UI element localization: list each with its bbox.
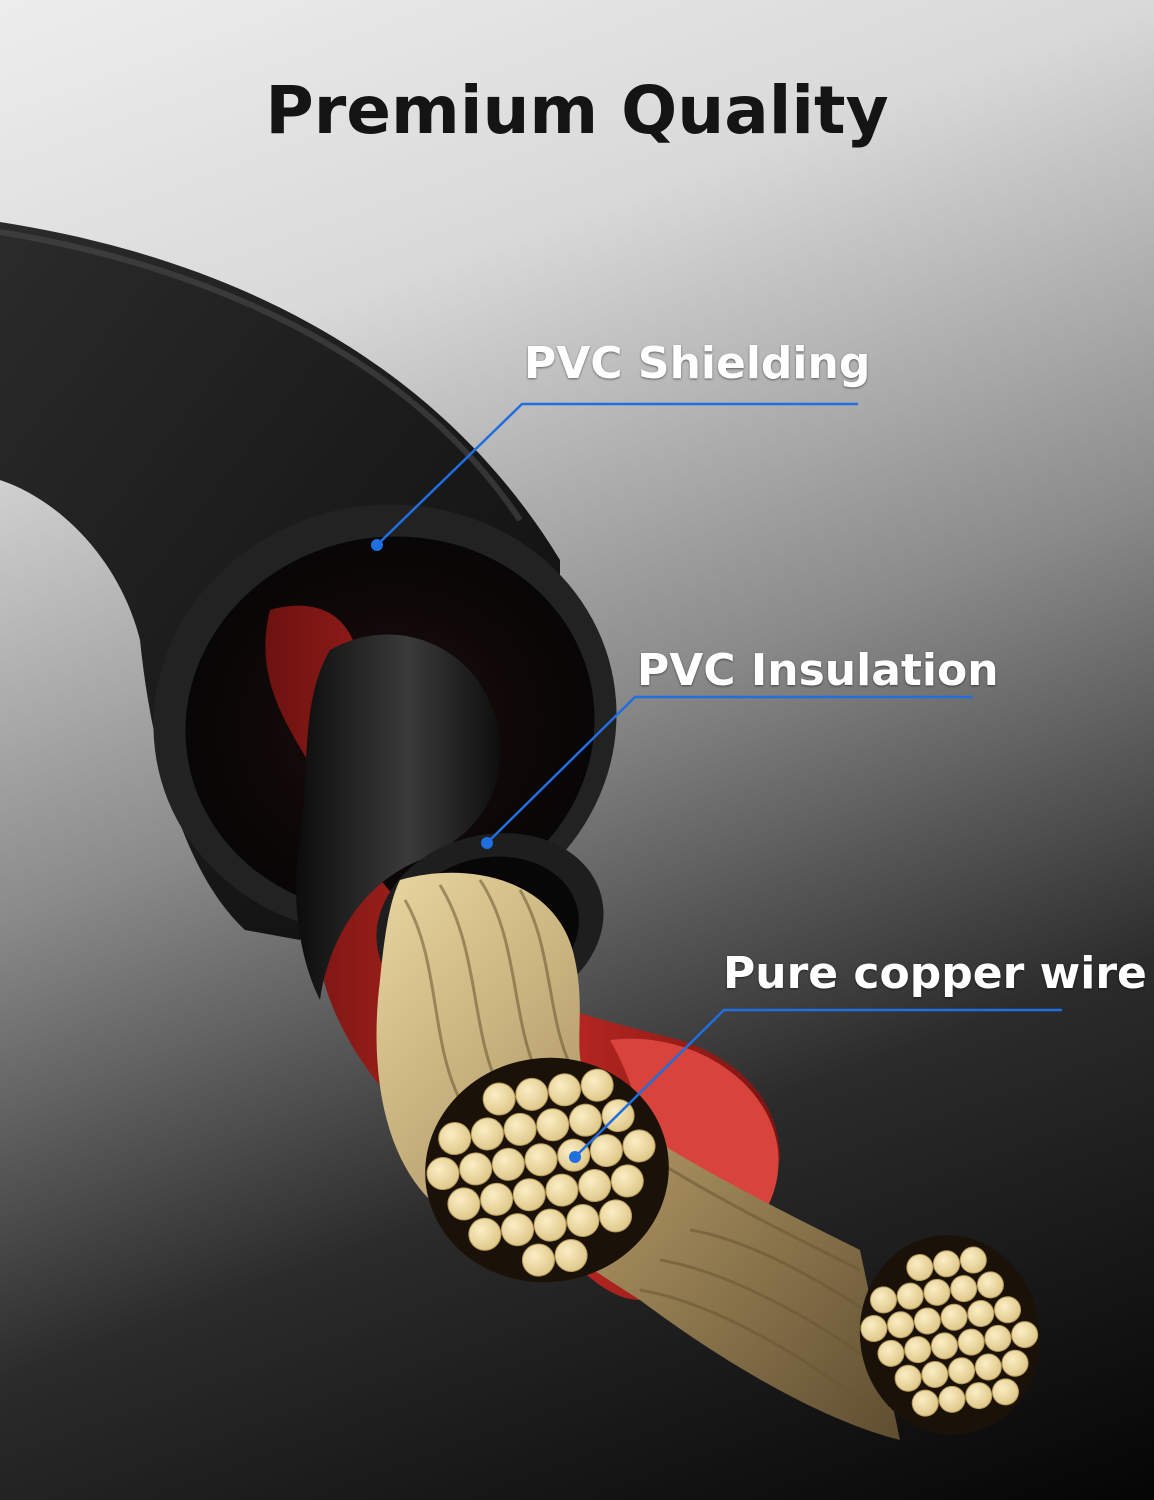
copper-strand-end [965,1382,993,1410]
jacket-highlight [0,229,523,522]
copper-strand-end [426,1157,460,1191]
copper-strand-end [480,1182,514,1216]
callout-label-copper: Pure copper wire [723,948,1147,999]
copper-strand-end [911,1389,939,1417]
copper-strand-end [536,1108,570,1142]
callout-lines [376,402,1062,1158]
copper-strand-end [622,1129,656,1163]
copper-strand-end [521,1243,555,1277]
copper-strand-end [438,1122,472,1156]
copper-strand-end [994,1296,1022,1324]
copper-strand-end [568,1103,602,1137]
copper-strand-end [869,1286,897,1314]
copper-strand-end [938,1385,966,1413]
copper-strand-end [554,1238,588,1272]
copper-strand-end [610,1164,644,1198]
copper-strand-end [491,1147,525,1181]
copper-strand-end [459,1152,493,1186]
copper-strand-end [948,1357,976,1385]
copper-strand-end [515,1077,549,1111]
copper-end-face-back [859,1235,1041,1435]
callout-label-shielding: PVC Shielding [524,338,871,389]
callout-line-copper [574,1008,1062,1158]
copper-strand-end [501,1213,535,1247]
copper-end-face-front [425,1057,669,1283]
copper-strand-end [545,1173,579,1207]
strand-twist-lines [403,879,881,1402]
copper-strand-end [589,1134,623,1168]
copper-strand-end [533,1208,567,1242]
copper-strand-end [991,1378,1019,1406]
callout-dot-copper [569,1151,581,1163]
copper-strand-end [468,1217,502,1251]
callout-dots [371,539,581,1163]
page-title: Premium Quality [265,72,889,149]
copper-strand-end [566,1203,600,1237]
copper-strand-end [913,1307,941,1335]
copper-strand-end [923,1278,951,1306]
copper-strand-end [921,1360,949,1388]
copper-strand-end [984,1324,1012,1352]
copper-strand-end [957,1328,985,1356]
copper-strand-end [950,1275,978,1303]
copper-strand-end [524,1143,558,1177]
copper-strand-end [548,1073,582,1107]
copper-strand-end [447,1187,481,1221]
copper-strand-end [470,1117,504,1151]
copper-strand-end [580,1068,614,1102]
copper-strand-end [896,1282,924,1310]
copper-strand-end [503,1112,537,1146]
copper-strand-end [894,1364,922,1392]
callout-line-shielding [376,402,858,546]
copper-strand-end [599,1199,633,1233]
copper-strand-end [887,1311,915,1339]
copper-strand-end [974,1353,1002,1381]
copper-strand-end [904,1336,932,1364]
callout-label-insulation: PVC Insulation [637,645,999,696]
copper-strand-end [482,1082,516,1116]
copper-strand-end [860,1315,888,1343]
callout-line-insulation [486,695,973,844]
copper-strand-end [1001,1349,1029,1377]
black-inner-core [296,634,501,1000]
copper-strand-end [512,1178,546,1212]
copper-strand-end [930,1332,958,1360]
copper-strand-end [967,1300,995,1328]
copper-strand-end [578,1169,612,1203]
copper-strand-end [877,1339,905,1367]
copper-strand-end [1011,1321,1039,1349]
callout-dot-insulation [481,837,493,849]
copper-strand-end [906,1254,934,1282]
copper-strand-end [976,1271,1004,1299]
copper-strand-end [933,1250,961,1278]
callout-dot-shielding [371,539,383,551]
copper-strand-end [959,1246,987,1274]
copper-strand-end [940,1303,968,1331]
